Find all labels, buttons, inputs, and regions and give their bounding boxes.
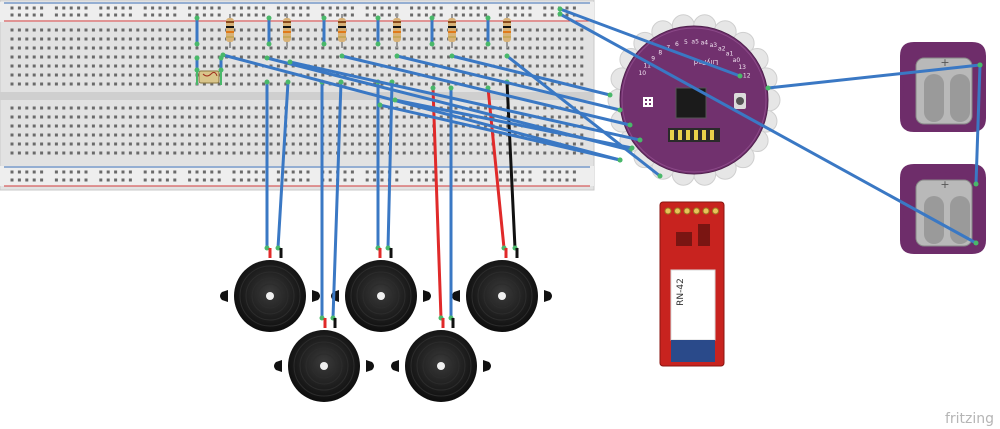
piezo-buzzer [331, 260, 431, 332]
wire [505, 54, 662, 178]
wire [378, 103, 622, 162]
lilypad-pin-label: 9 [651, 55, 655, 62]
lilypad-pin-label: 10 [638, 70, 646, 77]
piezo-buzzer [220, 260, 320, 332]
resistors [226, 14, 511, 48]
lilypad-pin-label: 8 [658, 49, 662, 56]
lilypad-pin-label: 13 [738, 64, 746, 71]
wire [558, 7, 742, 78]
wire [288, 60, 642, 142]
battery-plus-symbol-bottom: + [940, 178, 949, 191]
bluetooth-module: RN-42 [659, 201, 725, 367]
wire [395, 54, 622, 112]
lilypad-pin-label: 6 [675, 41, 679, 48]
piezo-buzzer [391, 330, 491, 402]
wire [276, 80, 290, 250]
piezo-buzzers [220, 260, 552, 402]
fritzing-watermark: fritzing [945, 411, 994, 427]
lilypad-pin-label: a1 [726, 51, 734, 58]
lilypad-pin-label: 12 [743, 72, 751, 79]
lilypad-pin-label: a3 [710, 42, 718, 49]
wire [386, 80, 394, 250]
coin-cell-holder-bottom: + [900, 164, 986, 254]
wire [974, 63, 982, 186]
wire [558, 12, 978, 245]
lilypad-pin-label: a0 [733, 57, 741, 64]
wire [393, 98, 634, 150]
lilypad-pin-label: a5 [691, 39, 699, 46]
piezo-buzzer [452, 260, 552, 332]
coin-cell-holder-top: + [900, 42, 986, 132]
wire [331, 80, 343, 320]
lilypad-pin-label: a4 [701, 39, 709, 46]
lilypad-pin-label: 11 [643, 62, 651, 69]
lilypad-header-pins [668, 128, 720, 142]
light-sensor [196, 70, 222, 85]
lilypad-pin-label: 5 [684, 39, 688, 46]
wires [194, 6, 983, 328]
battery-plus-symbol-top: + [940, 56, 949, 69]
wire [766, 63, 982, 90]
wire [431, 86, 443, 320]
piezo-buzzer [274, 330, 374, 402]
lilypad-pin-label: a2 [718, 46, 726, 53]
bt-module-label: RN-42 [676, 278, 686, 306]
wire [221, 53, 622, 162]
